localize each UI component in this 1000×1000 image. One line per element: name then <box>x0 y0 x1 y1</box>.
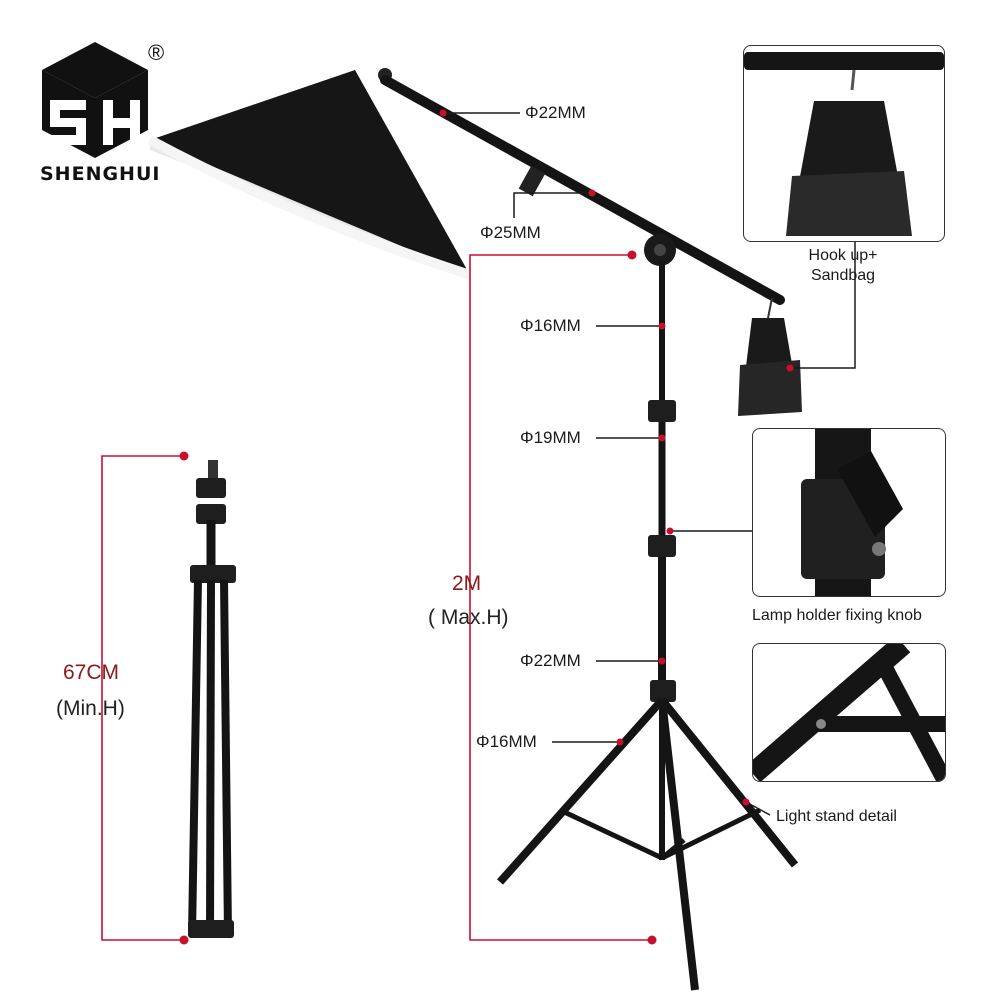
height-dimension-lines <box>101 254 652 941</box>
knob-closeup <box>801 429 903 596</box>
knob-inset <box>752 428 946 597</box>
softbox <box>147 68 472 280</box>
sandbag-caption-line1: Hook up+ <box>808 247 878 264</box>
min-height-caption: (Min.H) <box>56 697 125 720</box>
sandbag <box>738 297 802 416</box>
sandbag-inset <box>743 45 945 242</box>
stand-detail-inset <box>752 643 946 782</box>
sandbag-closeup <box>744 52 944 236</box>
brand-logo-mark <box>42 42 148 158</box>
main-stand <box>497 260 799 991</box>
top-tube-diameter-label: Φ16MM <box>520 316 581 335</box>
lower-tube-diameter-label: Φ22MM <box>520 651 581 670</box>
knob-caption: Lamp holder fixing knob <box>752 607 922 624</box>
folded-stand <box>188 460 236 938</box>
boom-arm <box>380 75 785 305</box>
max-height-value: 2M <box>452 572 482 595</box>
registered-mark: ® <box>148 40 165 65</box>
arm-tip-diameter-label: Φ22MM <box>525 103 586 122</box>
brand-name: SHENGHUI <box>40 163 161 185</box>
middle-tube-diameter-label: Φ19MM <box>520 428 581 447</box>
sandbag-caption-line2: Sandbag <box>810 267 876 284</box>
stand-detail-closeup <box>753 644 945 781</box>
sandbag-caption: Hook up+ Sandbag <box>755 246 931 286</box>
callout-lines <box>443 112 856 816</box>
max-height-caption: ( Max.H) <box>428 606 509 629</box>
callout-dots <box>179 109 794 945</box>
leg-tube-diameter-label: Φ16MM <box>476 732 537 751</box>
arm-base-diameter-label: Φ25MM <box>480 223 541 242</box>
min-height-value: 67CM <box>63 661 120 684</box>
stand-detail-caption: Light stand detail <box>776 808 897 825</box>
